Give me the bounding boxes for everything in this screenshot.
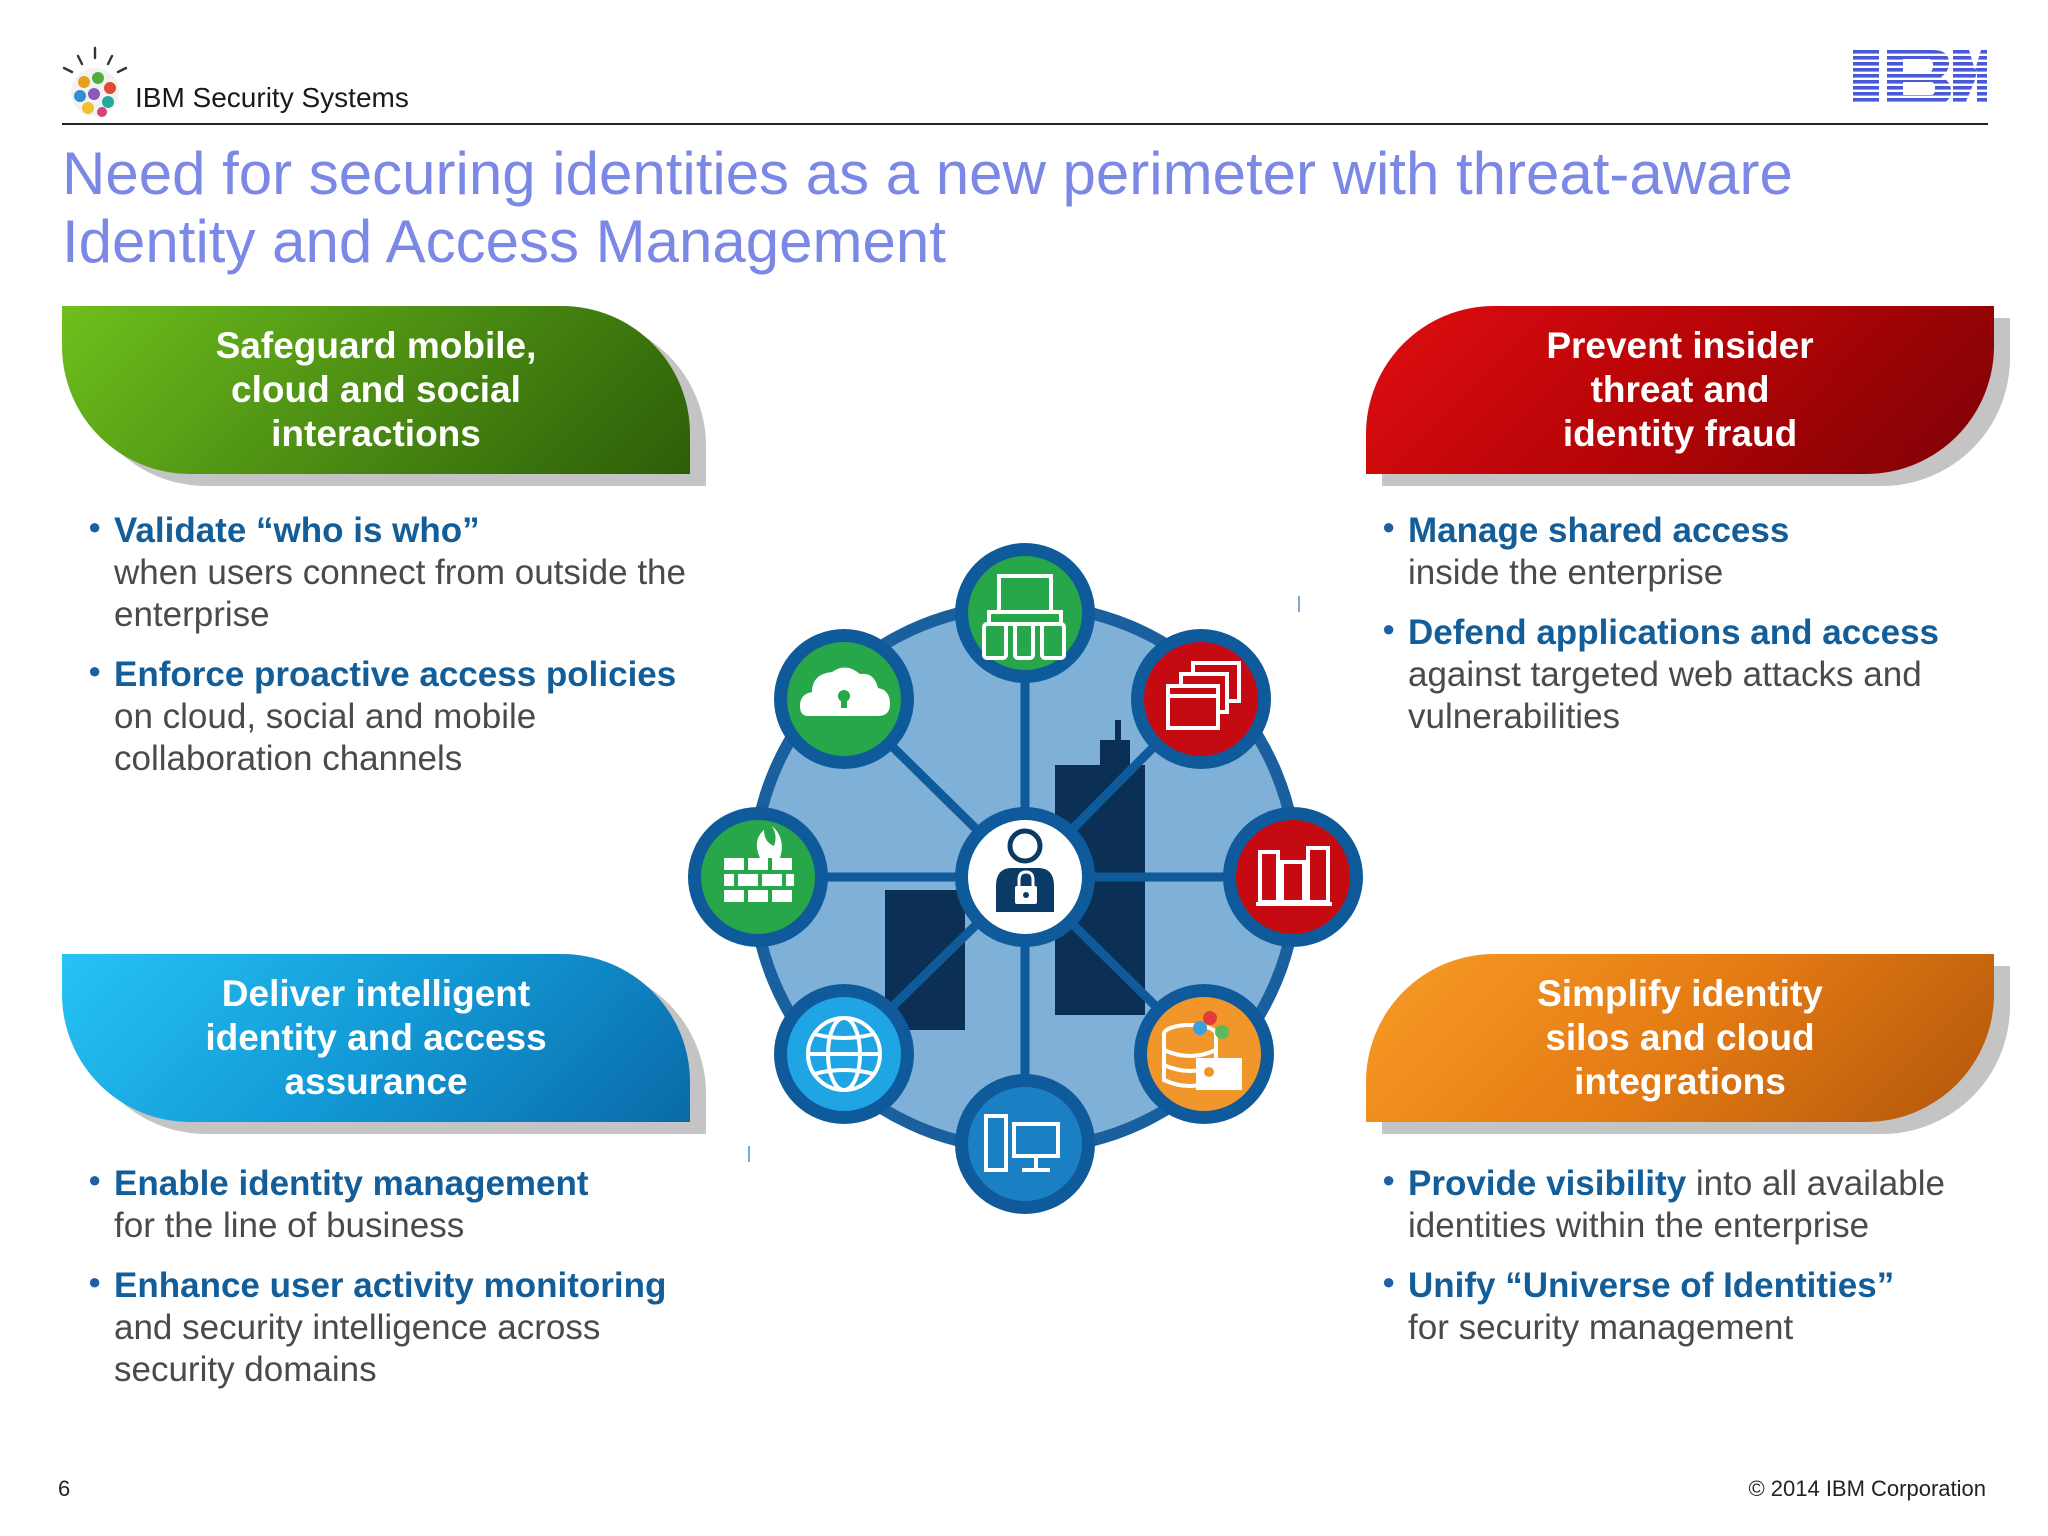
banner-label: Deliver intelligent identity and access …	[205, 973, 547, 1102]
divider-tick	[1298, 596, 1300, 612]
banner-prevent: Prevent insider threat and identity frau…	[1366, 306, 2010, 486]
bullet-strong: Enhance user activity monitoring	[114, 1266, 667, 1305]
bullet-text: for the line of business	[114, 1206, 465, 1245]
bullet-text: inside the enterprise	[1408, 553, 1724, 592]
servers-icon	[1223, 807, 1363, 947]
globe-icon	[774, 984, 914, 1124]
bullet-item: ● Validate “who is who”when users connect…	[62, 510, 702, 636]
devices-icon	[955, 543, 1095, 683]
bullet-item: ● Enforce proactive access policies on cl…	[62, 654, 702, 780]
bullet-list-safeguard: ● Validate “who is who”when users connect…	[62, 510, 702, 798]
bullet-strong: Validate “who is who”	[114, 511, 480, 550]
bullet-list-simplify: ● Provide visibility into all available i…	[1356, 1163, 1996, 1367]
bullet-dot-icon: ●	[88, 658, 102, 683]
banner-safeguard: Safeguard mobile, cloud and social inter…	[62, 306, 706, 486]
bullet-dot-icon: ●	[1382, 616, 1396, 641]
banner-simplify: Simplify identity silos and cloud integr…	[1366, 954, 2010, 1134]
identity-hub-diagram	[688, 543, 1363, 1214]
banner-label: Simplify identity silos and cloud integr…	[1537, 973, 1823, 1102]
copyright: © 2014 IBM Corporation	[1748, 1476, 1986, 1501]
bullet-strong: Enforce proactive access policies	[114, 655, 677, 694]
browser-windows-icon	[1131, 629, 1271, 769]
bullet-strong: Defend applications and access	[1408, 613, 1940, 652]
bullet-text: when users connect from outside the ente…	[114, 553, 686, 634]
page-number: 6	[58, 1476, 71, 1501]
bullet-text: and security intelligence across securit…	[114, 1308, 601, 1389]
bullet-dot-icon: ●	[1382, 1269, 1396, 1294]
header-divider	[62, 123, 1988, 125]
bullet-item: ● Unify “Universe of Identities”for secur…	[1356, 1265, 1996, 1349]
bullet-item: ● Provide visibility into all available i…	[1356, 1163, 1996, 1247]
bullet-dot-icon: ●	[88, 1167, 102, 1192]
bullet-dot-icon: ●	[88, 1269, 102, 1294]
banner-deliver: Deliver intelligent identity and access …	[62, 954, 706, 1134]
brand-name: IBM Security Systems	[135, 82, 409, 113]
bullet-strong: Enable identity management	[114, 1164, 589, 1203]
banner-label: Prevent insider threat and identity frau…	[1546, 325, 1814, 454]
bullet-text: for security management	[1408, 1308, 1794, 1347]
cloud-lock-icon	[774, 629, 914, 769]
bullet-strong: Manage shared access	[1408, 511, 1790, 550]
bullet-dot-icon: ●	[1382, 514, 1396, 539]
bullet-strong: Provide visibility	[1408, 1164, 1687, 1203]
bullet-text: against targeted web attacks and vulnera…	[1408, 655, 1922, 736]
ibm-security-logo-icon	[62, 46, 128, 117]
bullet-dot-icon: ●	[88, 514, 102, 539]
bullet-text: into all available identities within the…	[1408, 1164, 1945, 1245]
bullet-text: on cloud, social and mobile collaboratio…	[114, 697, 537, 778]
bullet-item: ● Defend applications and access against …	[1356, 612, 1996, 738]
slide-title: Need for securing identities as a new pe…	[62, 140, 1793, 275]
user-lock-icon	[955, 807, 1095, 947]
firewall-icon	[688, 807, 828, 947]
ibm-logo-icon	[1853, 50, 1987, 104]
database-identity-icon	[1134, 984, 1274, 1124]
banner-label: Safeguard mobile, cloud and social inter…	[215, 325, 537, 454]
bullet-strong: Unify “Universe of Identities”	[1408, 1266, 1895, 1305]
divider-tick	[748, 1146, 750, 1162]
bullet-dot-icon: ●	[1382, 1167, 1396, 1192]
desktop-computer-icon	[955, 1074, 1095, 1214]
